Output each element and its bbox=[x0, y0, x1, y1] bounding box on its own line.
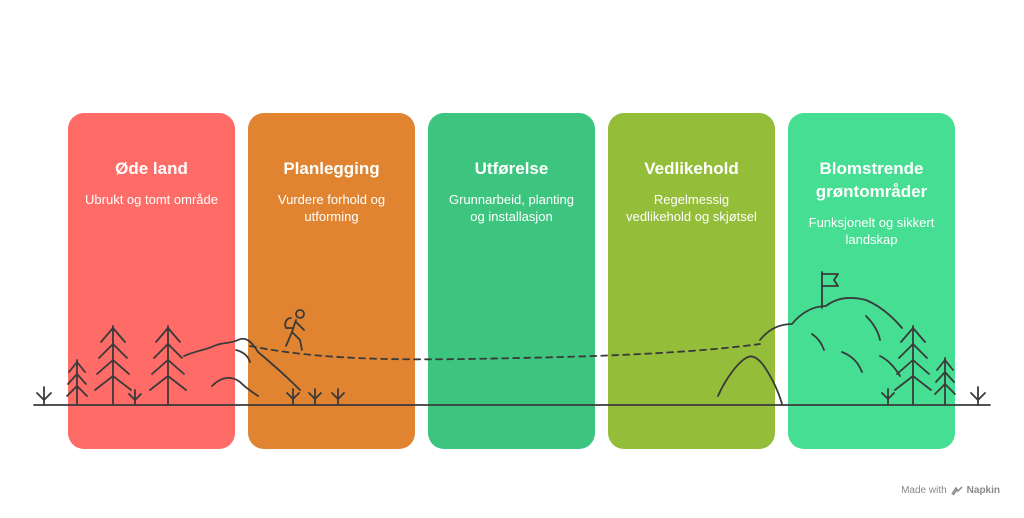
made-with-text: Made with bbox=[901, 485, 947, 496]
stage-title: Blomstrende grøntområder bbox=[815, 159, 928, 201]
sprout-icon bbox=[36, 386, 52, 406]
napkin-logo-icon bbox=[951, 485, 963, 495]
footer-credit: Made with Napkin bbox=[901, 485, 1000, 496]
stage-title: Utførelse bbox=[474, 159, 549, 178]
stage-card-vedlikehold: Vedlikehold Regelmessig vedlikehold og s… bbox=[608, 113, 775, 449]
stage-card-planlegging: Planlegging Vurdere forhold og utforming bbox=[248, 113, 415, 449]
stage-description: Regelmessig vedlikehold og skjøtsel bbox=[626, 192, 757, 224]
napkin-brand: Napkin bbox=[966, 485, 1000, 496]
stage-description: Vurdere forhold og utforming bbox=[277, 192, 386, 224]
stage-card-blomstrende: Blomstrende grøntområder Funksjonelt og … bbox=[788, 113, 955, 449]
stage-title: Vedlikehold bbox=[644, 159, 739, 178]
stage-description: Funksjonelt og sikkert landskap bbox=[808, 215, 935, 247]
stage-card-utforelse: Utførelse Grunnarbeid, planting og insta… bbox=[428, 113, 595, 449]
stage-card-ode-land: Øde land Ubrukt og tomt område bbox=[68, 113, 235, 449]
stage-title: Øde land bbox=[115, 159, 188, 178]
sprout-icon bbox=[970, 386, 986, 406]
stage-description: Ubrukt og tomt område bbox=[85, 192, 218, 207]
stage-title: Planlegging bbox=[283, 159, 380, 178]
stage-description: Grunnarbeid, planting og installasjon bbox=[448, 192, 575, 224]
